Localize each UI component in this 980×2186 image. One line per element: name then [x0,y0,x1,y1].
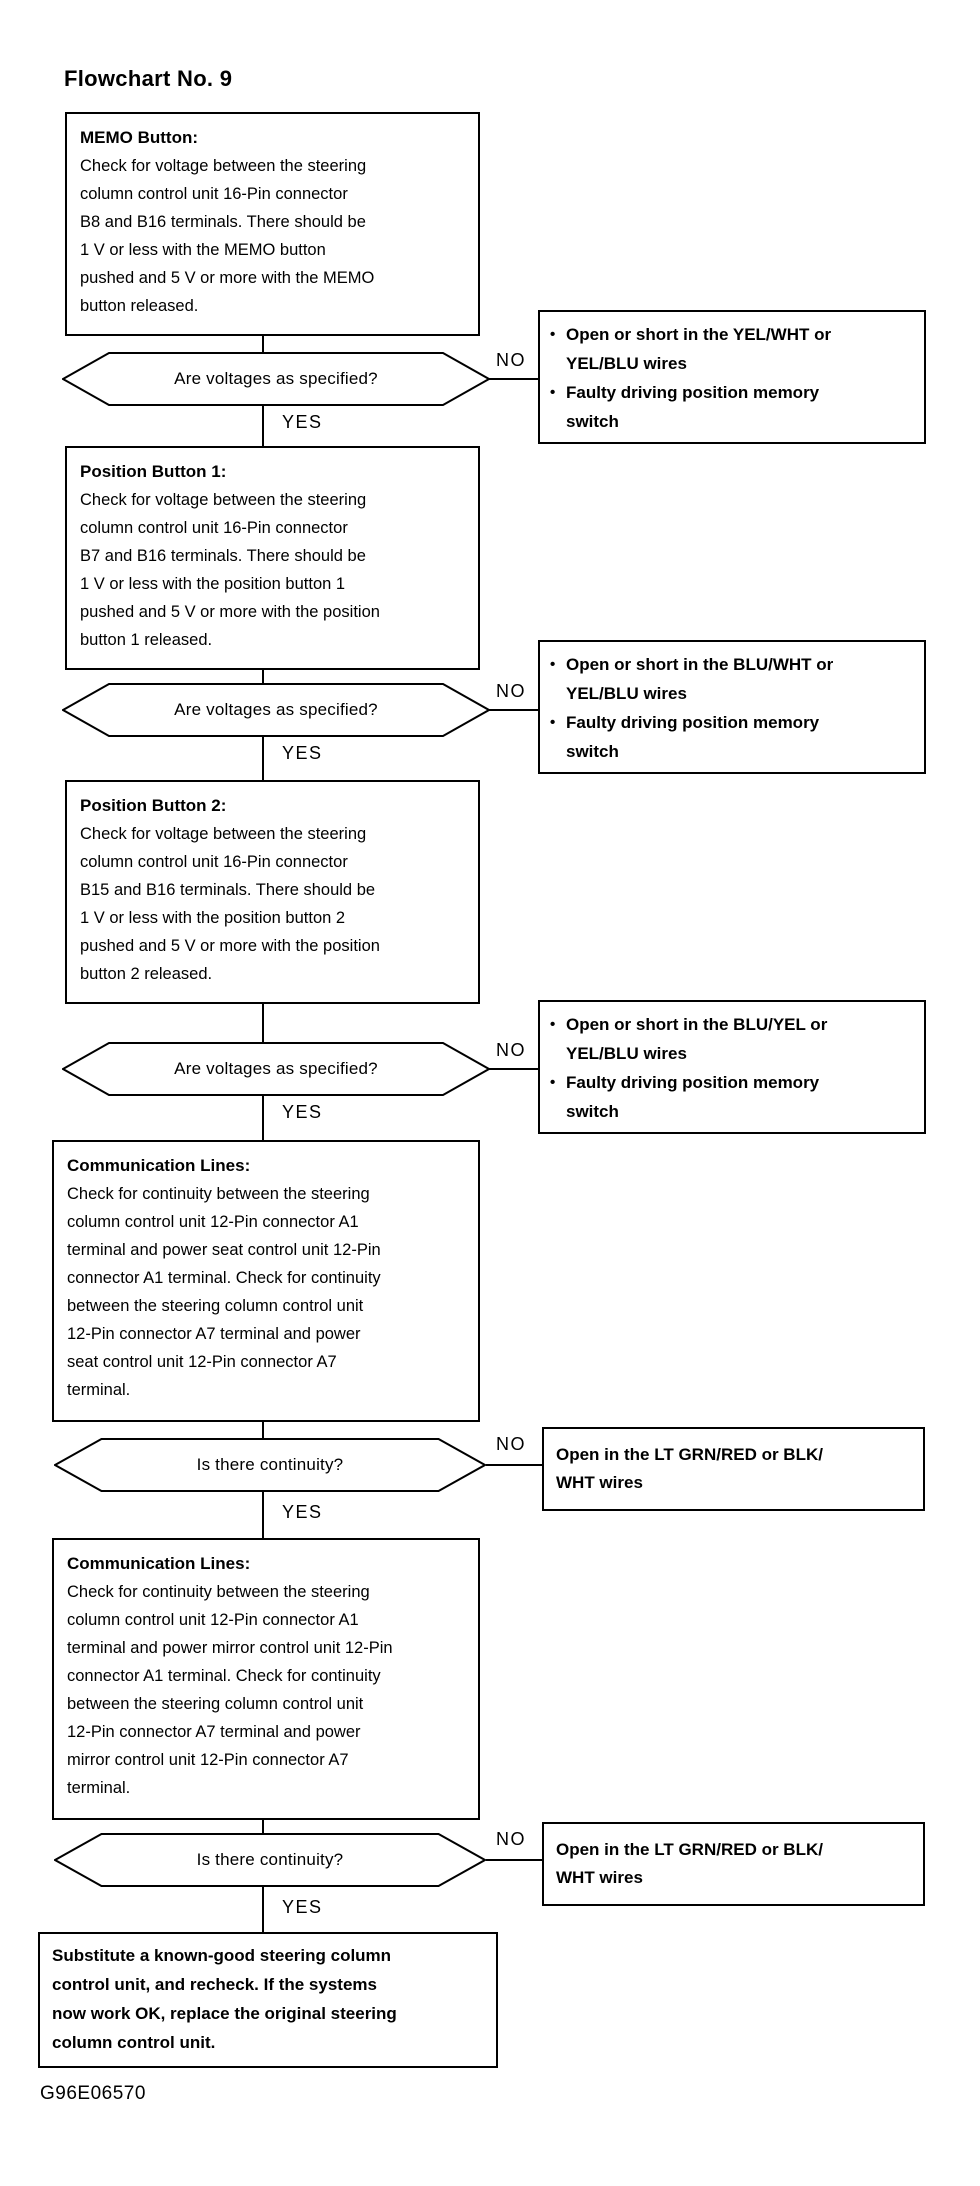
yes-label: YES [282,1897,323,1917]
yes-label: YES [282,743,323,763]
connector-line [262,406,264,446]
connector-line [488,378,538,380]
decision-hexagon-shape [54,1438,486,1492]
yes-label: YES [282,1502,323,1522]
process-box-title: Communication Lines: [67,1554,251,1573]
figure-code: G96E06570 [40,2083,146,2104]
process-box-title: Communication Lines: [67,1156,251,1175]
connector-line [486,1859,542,1861]
no-label: NO [496,1040,526,1060]
no-label: NO [496,1829,526,1849]
decision-question: Is there continuity? [196,1455,344,1474]
connector-line [262,1096,264,1140]
decision-voltages-2: Are voltages as specified? [62,683,490,737]
connector-line [262,1820,264,1833]
decision-voltages-3: Are voltages as specified? [62,1042,490,1096]
connector-line [262,336,264,352]
yes-label: YES [282,1102,323,1122]
process-box-title: Position Button 2: [80,796,227,815]
decision-question: Are voltages as specified? [174,1059,378,1078]
decision-question: Are voltages as specified? [174,369,378,388]
process-box-position-button-2: Position Button 2: Check for voltage bet… [65,780,480,1004]
page-title: Flowchart No. 9 [64,66,233,91]
no-outcome-box-4: Open in the LT GRN/RED or BLK/WHT wires [542,1427,925,1511]
process-box-memo-button: MEMO Button: Check for voltage between t… [65,112,480,336]
process-box-body: Check for continuity between the steerin… [67,1185,381,1399]
decision-continuity-2: Is there continuity? [54,1833,486,1887]
connector-line [262,1887,264,1932]
process-box-communication-lines-mirror: Communication Lines: Check for continuit… [52,1538,480,1820]
no-label: NO [496,681,526,701]
outcome-text: Open in the LT GRN/RED or BLK/WHT wires [556,1445,823,1492]
process-box-title: MEMO Button: [80,128,199,147]
connector-line [262,737,264,780]
no-label: NO [496,1434,526,1454]
process-box-body: Check for continuity between the steerin… [67,1583,393,1797]
connector-line [488,709,538,711]
connector-line [262,1422,264,1438]
connector-line [262,1004,264,1042]
decision-continuity-1: Is there continuity? [54,1438,486,1492]
outcome-text: Open in the LT GRN/RED or BLK/WHT wires [556,1840,823,1887]
no-label: NO [496,350,526,370]
yes-label: YES [282,412,323,432]
connector-line [262,670,264,683]
process-box-position-button-1: Position Button 1: Check for voltage bet… [65,446,480,670]
decision-question: Are voltages as specified? [174,700,378,719]
connector-line [486,1464,542,1466]
connector-line [488,1068,538,1070]
decision-hexagon-shape [54,1833,486,1887]
decision-voltages-1: Are voltages as specified? [62,352,490,406]
process-box-title: Position Button 1: [80,462,227,481]
process-box-communication-lines-seat: Communication Lines: Check for continuit… [52,1140,480,1422]
decision-question: Is there continuity? [196,1850,344,1869]
no-outcome-box-5: Open in the LT GRN/RED or BLK/WHT wires [542,1822,925,1906]
connector-line [262,1492,264,1538]
